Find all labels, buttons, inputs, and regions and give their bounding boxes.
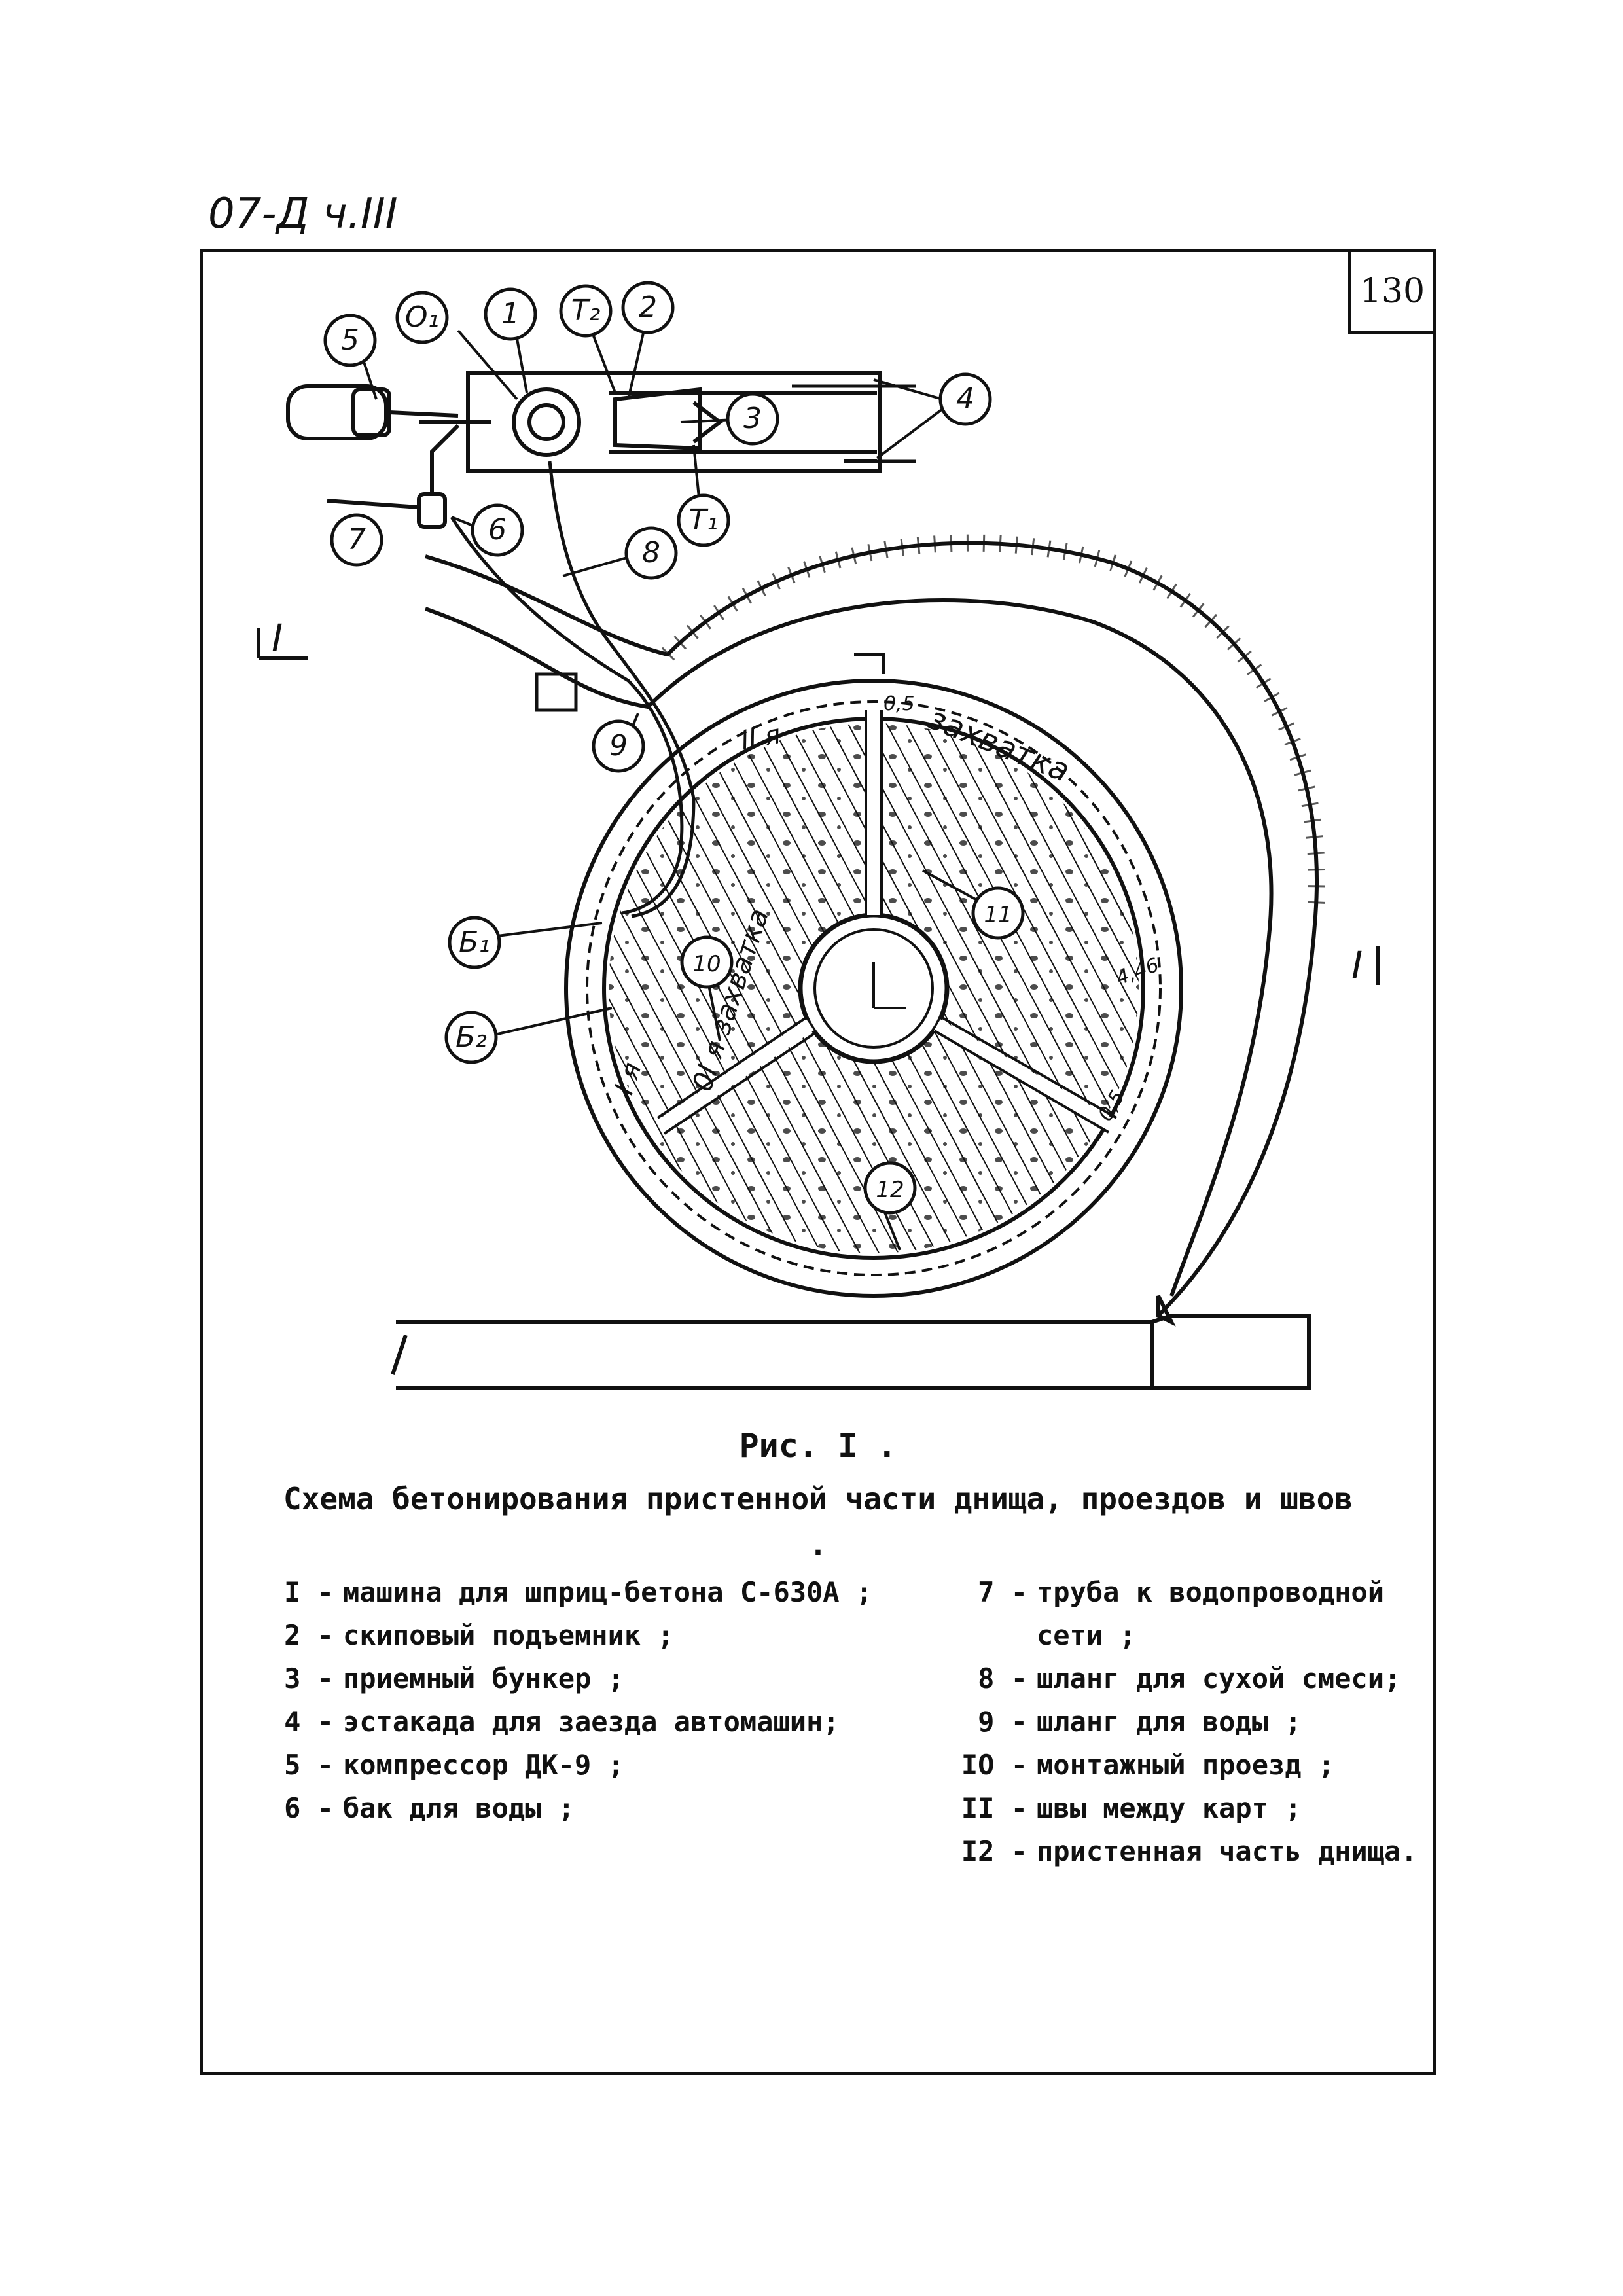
- legend-num: I2 -: [961, 1835, 1027, 1867]
- legend-text: скиповый подъемник ;: [343, 1619, 674, 1651]
- marker-5-label: 5: [341, 323, 359, 357]
- marker-1: [484, 287, 537, 341]
- legend-num: II -: [961, 1792, 1027, 1824]
- ground-slab: [391, 1314, 1311, 1390]
- marker-11-label: 11: [984, 902, 1012, 928]
- marker-o1-label: О₁: [405, 300, 439, 334]
- section-label-right: I: [1351, 943, 1363, 988]
- compressor-truck: [286, 384, 491, 440]
- legend-text: монтажный проезд ;: [1037, 1749, 1335, 1781]
- legend-num: I -: [284, 1576, 334, 1608]
- legend-text: машина для шприц-бетона С-630А ;: [343, 1576, 873, 1608]
- marker-8: [624, 526, 678, 580]
- figure-title: Схема бетонирования пристенной части дни…: [283, 1481, 1353, 1562]
- dim-05-top: 0,5: [883, 692, 915, 715]
- marker-10-label: 10: [692, 951, 721, 977]
- legend-item: I - машина для шприц-бетона С-630А ;: [236, 1571, 903, 1614]
- marker-11: [971, 886, 1025, 940]
- legend-num: 9 -: [978, 1706, 1027, 1738]
- legend-item: 9 - шланг для воды ;: [929, 1700, 1440, 1744]
- marker-t1-label: Т₁: [689, 503, 719, 537]
- legend-num: 6 -: [284, 1792, 334, 1824]
- legend-item: IO - монтажный проезд ;: [929, 1744, 1440, 1787]
- legend-text: швы между карт ;: [1037, 1792, 1302, 1824]
- section-marks: [257, 628, 1380, 985]
- legend-item: 3 - приемный бункер ;: [236, 1657, 903, 1700]
- marker-12: [863, 1161, 917, 1215]
- legend-item: 8 - шланг для сухой смеси;: [929, 1657, 1440, 1700]
- marker-t1: [677, 493, 730, 547]
- water-tank: [327, 423, 460, 529]
- legend-left-column: I - машина для шприц-бетона С-630А ; 2 - с…: [236, 1571, 903, 1830]
- legend-text: бак для воды ;: [343, 1792, 575, 1824]
- legend-text: приемный бункер ;: [343, 1662, 624, 1695]
- marker-b1-label: Б₁: [459, 925, 490, 959]
- figure-number: Рис. I .: [739, 1427, 897, 1465]
- marker-1-label: 1: [501, 297, 520, 331]
- legend-item: 2 - скиповый подъемник ;: [236, 1614, 903, 1657]
- legend-num: 3 -: [284, 1662, 334, 1695]
- legend-text: шланг для сухой смеси;: [1037, 1662, 1401, 1695]
- marker-10: [680, 935, 734, 989]
- marker-8-label: 8: [642, 536, 660, 569]
- marker-6: [471, 503, 524, 557]
- marker-t2-label: Т₂: [571, 294, 601, 327]
- hoses: [450, 384, 916, 918]
- marker-12-label: 12: [876, 1177, 904, 1203]
- legend-item: 6 - бак для воды ;: [236, 1787, 903, 1830]
- zone-2-label: II я: [739, 719, 783, 756]
- drawing-frame: [200, 249, 1436, 2075]
- legend-text: шланг для воды ;: [1037, 1706, 1302, 1738]
- legend-num: IO -: [961, 1749, 1027, 1781]
- marker-b1: [448, 916, 501, 969]
- legend-item: 5 - компрессор ДК-9 ;: [236, 1744, 903, 1787]
- legend-num: 7 -: [978, 1576, 1027, 1608]
- legend-num: 5 -: [284, 1749, 334, 1781]
- legend-num: 8 -: [978, 1662, 1027, 1695]
- markers: [323, 281, 1025, 1215]
- marker-9: [592, 719, 645, 773]
- marker-9-label: 9: [609, 729, 628, 762]
- legend-item: 4 - эстакада для заезда автомашин;: [236, 1700, 903, 1744]
- seams-and-passage: [656, 710, 1117, 1135]
- marker-3-label: 3: [743, 402, 762, 435]
- legend-num: 4 -: [284, 1706, 334, 1738]
- marker-6-label: 6: [488, 513, 507, 547]
- section-label-left: I: [272, 616, 283, 660]
- marker-2-label: 2: [639, 291, 657, 324]
- legend-text: труба к водопроводной сети ;: [1037, 1576, 1385, 1651]
- legend-item: I2 - пристенная часть днища.: [929, 1830, 1440, 1873]
- marker-4: [938, 372, 992, 426]
- legend-text: эстакада для заезда автомашин;: [343, 1706, 840, 1738]
- legend: I - машина для шприц-бетона С-630А ; 2 - с…: [236, 1571, 1427, 1911]
- marker-5: [323, 314, 377, 367]
- marker-b2: [444, 1011, 498, 1064]
- legend-num: 2 -: [284, 1619, 334, 1651]
- legend-right-column: 7 - труба к водопроводной сети ; 8 - шланг…: [929, 1571, 1440, 1873]
- marker-b2-label: Б₂: [455, 1020, 487, 1054]
- marker-3: [726, 392, 779, 446]
- legend-item: 7 - труба к водопроводной сети ;: [929, 1571, 1440, 1657]
- legend-item: II - швы между карт ;: [929, 1787, 1440, 1830]
- marker-4-label: 4: [956, 382, 974, 416]
- page-number: 130: [1348, 249, 1436, 334]
- marker-t2: [559, 284, 613, 338]
- legend-text: компрессор ДК-9 ;: [343, 1749, 624, 1781]
- marker-o1: [395, 291, 449, 344]
- handwritten-document-code: 07-Д ч.III: [208, 190, 398, 238]
- legend-text: пристенная часть днища.: [1037, 1835, 1418, 1867]
- marker-7-label: 7: [348, 523, 366, 556]
- marker-2: [621, 281, 675, 334]
- marker-7: [330, 513, 383, 567]
